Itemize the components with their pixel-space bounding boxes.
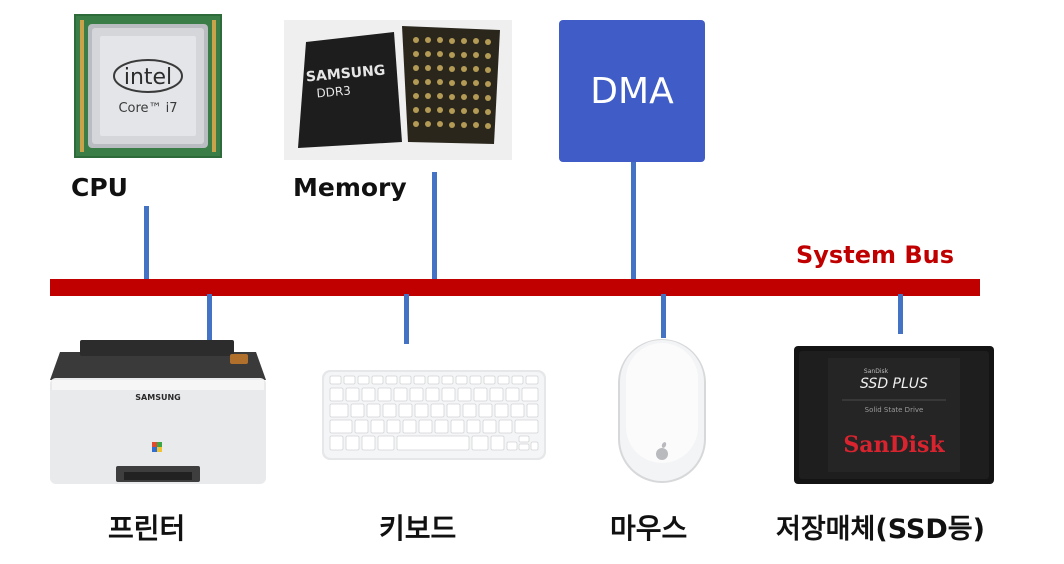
ssd-product-name: SSD PLUS (860, 376, 928, 392)
cpu-label: CPU (71, 173, 128, 202)
memory-label: Memory (293, 173, 407, 202)
cpu-bus-wire (144, 206, 149, 282)
memory-bus-wire (432, 172, 437, 282)
memory-chip-model: DDR3 (316, 84, 352, 101)
printer-logo-icon (152, 442, 162, 452)
cpu-chip-model: Core™ i7 (118, 101, 177, 116)
mouse-bus-wire (661, 294, 666, 338)
ssd-brand-small: SanDisk (864, 368, 889, 375)
printer-image: SAMSUNG (44, 338, 272, 490)
ssd-subtitle: Solid State Drive (865, 406, 924, 414)
keyboard-label: 키보드 (379, 512, 457, 545)
apple-logo-icon (656, 442, 668, 460)
mouse-image (614, 337, 710, 485)
storage-bus-wire (898, 294, 903, 334)
ssd-image: SanDisk SSD PLUS Solid State Drive SanDi… (794, 346, 994, 484)
memory-chip-image: SAMSUNG DDR3 (284, 20, 512, 160)
system-bus-line (50, 279, 980, 296)
dma-box: DMA (559, 20, 705, 162)
printer-bus-wire (207, 294, 212, 340)
keyboard-bus-wire (404, 294, 409, 344)
memory-chip-brand: SAMSUNG (305, 63, 386, 86)
ssd-brand-large: SanDisk (843, 432, 945, 458)
dma-bus-wire (631, 162, 636, 282)
storage-label: 저장매체(SSD등) (776, 514, 985, 545)
mouse-label: 마우스 (610, 512, 688, 545)
printer-brand: SAMSUNG (135, 393, 180, 402)
keyboard-image (322, 370, 546, 460)
printer-label: 프린터 (108, 512, 186, 545)
cpu-chip-brand: intel (124, 65, 172, 90)
dma-label: DMA (590, 70, 674, 112)
system-bus-label: System Bus (796, 241, 954, 269)
cpu-chip-image: intel Core™ i7 (74, 14, 222, 158)
